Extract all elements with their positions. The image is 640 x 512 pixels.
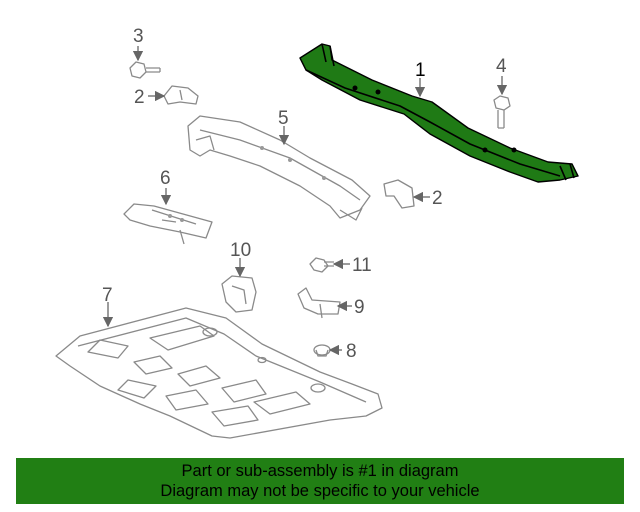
parts-diagram: 3 2 1 4 5 2 6 10 11 7 9 8 [55, 26, 579, 439]
banner-line-2: Diagram may not be specific to your vehi… [160, 482, 480, 500]
leader-lines [102, 46, 508, 356]
callout-6: 6 [160, 168, 171, 189]
callout-1: 1 [415, 60, 426, 81]
callout-8: 8 [346, 341, 357, 362]
callout-9: 9 [354, 297, 365, 318]
callout-10: 10 [230, 240, 251, 261]
callout-2-right: 2 [432, 188, 443, 209]
info-banner: Part or sub-assembly is #1 in diagram Di… [16, 458, 624, 504]
part-5-support[interactable] [187, 115, 371, 221]
part-1-crossmember[interactable] [299, 43, 579, 183]
part-7-skid-plate[interactable] [55, 307, 383, 439]
part-4-bolt[interactable] [493, 95, 511, 129]
part-3-bolt[interactable] [129, 61, 161, 79]
callout-3: 3 [133, 26, 144, 47]
part-11-screw[interactable] [309, 257, 334, 273]
part-2-bracket-right[interactable] [383, 179, 415, 209]
callout-4: 4 [496, 56, 507, 77]
part-10-mount[interactable] [221, 275, 257, 313]
part-6-plate[interactable] [123, 203, 213, 245]
part-2-bracket-left[interactable] [163, 85, 199, 105]
callout-7: 7 [102, 285, 113, 306]
callout-2-left: 2 [134, 87, 145, 108]
callout-11: 11 [352, 255, 372, 276]
part-9-bracket[interactable] [297, 287, 341, 319]
part-8-clip[interactable] [313, 344, 331, 357]
banner-line-1: Part or sub-assembly is #1 in diagram [181, 462, 459, 480]
callout-5: 5 [278, 108, 289, 129]
